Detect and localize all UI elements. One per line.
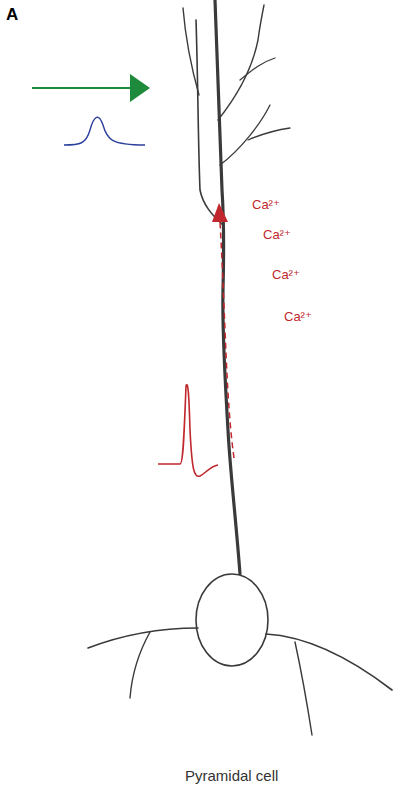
axon-input <box>32 87 134 89</box>
panel-letter: A <box>6 6 18 25</box>
dendrite-branch <box>196 20 223 225</box>
backpropagation-arrow <box>220 222 234 458</box>
dendrite-branch <box>183 8 199 95</box>
basal-dendrite <box>130 632 150 698</box>
epsp-trace <box>64 117 145 145</box>
basal-dendrite <box>266 634 392 690</box>
action-potential-trace <box>158 385 218 477</box>
soma <box>196 574 268 666</box>
dendrite-branch <box>240 58 275 80</box>
apical-dendrite <box>215 0 240 574</box>
basal-dendrite <box>295 642 312 735</box>
arrowhead <box>212 203 228 222</box>
ion-label: Ca²⁺ <box>272 268 300 282</box>
ion-label: Ca²⁺ <box>252 198 280 212</box>
dendrite-branch <box>218 5 264 120</box>
figure-caption: Pyramidal cell <box>185 768 278 785</box>
ion-label: Ca²⁺ <box>284 310 312 324</box>
synapse-terminal <box>130 74 150 102</box>
dendrite-branch <box>248 128 290 140</box>
ion-label: Ca²⁺ <box>263 228 291 242</box>
